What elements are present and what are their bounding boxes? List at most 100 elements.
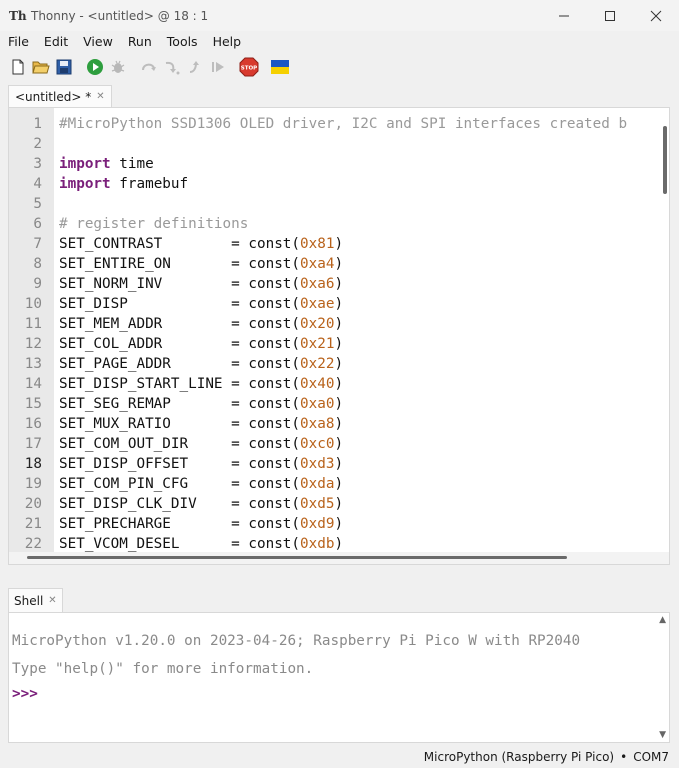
code-line[interactable]: 14 SET_DISP_START_LINE = const(0x40) — [9, 374, 654, 394]
stop-icon: STOP — [239, 57, 259, 77]
code-text: SET_PRECHARGE = const(0xd9) — [59, 516, 344, 532]
line-number: 21 — [24, 516, 42, 532]
line-number: 2 — [33, 136, 42, 152]
status-separator: • — [620, 750, 628, 764]
menu-edit[interactable]: Edit — [43, 33, 69, 49]
close-tab-icon[interactable]: ✕ — [96, 91, 105, 102]
code-editor[interactable]: 1#MicroPython SSD1306 OLED driver, I2C a… — [8, 107, 670, 565]
maximize-icon — [605, 10, 615, 21]
menu-tools[interactable]: Tools — [166, 33, 198, 49]
title-bar: Th Thonny - <untitled> @ 18 : 1 — [0, 0, 679, 31]
line-number: 20 — [24, 496, 42, 512]
shell-output-line: Type "help()" for more information. — [12, 661, 314, 677]
step-over-icon — [142, 63, 156, 71]
code-text: SET_DISP_CLK_DIV = const(0xd5) — [59, 496, 344, 512]
editor-tab-strip: <untitled> * ✕ — [0, 85, 679, 107]
editor-horizontal-scrollbar[interactable] — [27, 556, 567, 559]
run-button[interactable] — [85, 57, 105, 77]
code-text: SET_MEM_ADDR = const(0x20) — [59, 316, 344, 332]
menu-bar: File Edit View Run Tools Help — [0, 31, 679, 51]
tab-untitled[interactable]: <untitled> * ✕ — [8, 85, 112, 107]
code-text: SET_ENTIRE_ON = const(0xa4) — [59, 256, 344, 272]
code-line[interactable]: 1#MicroPython SSD1306 OLED driver, I2C a… — [9, 114, 654, 134]
line-number: 12 — [24, 336, 42, 352]
menu-file[interactable]: File — [8, 33, 29, 49]
menu-help[interactable]: Help — [212, 33, 242, 49]
shell-scroll-down-icon[interactable]: ▼ — [659, 730, 666, 740]
code-line[interactable]: 12 SET_COL_ADDR = const(0x21) — [9, 334, 654, 354]
port-status[interactable]: COM7 — [633, 750, 669, 764]
line-number: 5 — [33, 196, 42, 212]
code-line[interactable]: 5 — [9, 194, 654, 214]
step-out-button[interactable] — [185, 57, 205, 77]
code-text: SET_DISP_START_LINE = const(0x40) — [59, 376, 344, 392]
step-out-icon — [189, 61, 199, 73]
editor-vertical-scrollbar[interactable] — [663, 126, 667, 194]
code-text: SET_DISP = const(0xae) — [59, 296, 344, 312]
close-shell-tab-icon[interactable]: ✕ — [48, 595, 57, 606]
line-number: 10 — [24, 296, 42, 312]
line-number: 15 — [24, 396, 42, 412]
code-text: SET_NORM_INV = const(0xa6) — [59, 276, 344, 292]
debug-button[interactable] — [108, 57, 128, 77]
window-controls — [541, 0, 679, 31]
step-into-icon — [165, 61, 180, 75]
code-lines: 1#MicroPython SSD1306 OLED driver, I2C a… — [9, 114, 654, 554]
resume-button[interactable] — [208, 57, 228, 77]
save-button[interactable] — [54, 57, 74, 77]
code-text: import framebuf — [59, 176, 189, 192]
stop-button[interactable]: STOP — [239, 57, 259, 77]
interpreter-status[interactable]: MicroPython (Raspberry Pi Pico) — [423, 750, 615, 764]
support-ukraine-button[interactable] — [270, 57, 290, 77]
code-line[interactable]: 6# register definitions — [9, 214, 654, 234]
code-line[interactable]: 20 SET_DISP_CLK_DIV = const(0xd5) — [9, 494, 654, 514]
line-number: 13 — [24, 356, 42, 372]
tab-shell[interactable]: Shell ✕ — [8, 588, 63, 612]
line-number: 3 — [33, 156, 42, 172]
code-text: SET_COL_ADDR = const(0x21) — [59, 336, 344, 352]
line-number: 17 — [24, 436, 42, 452]
menu-view[interactable]: View — [83, 33, 113, 49]
minimize-button[interactable] — [541, 0, 587, 31]
shell-scroll-up-icon[interactable]: ▲ — [659, 615, 666, 625]
maximize-button[interactable] — [587, 0, 633, 31]
close-window-button[interactable] — [633, 0, 679, 31]
code-text: # register definitions — [59, 216, 249, 232]
line-number-gutter — [9, 108, 54, 564]
line-number: 4 — [33, 176, 42, 192]
code-line[interactable]: 8 SET_ENTIRE_ON = const(0xa4) — [9, 254, 654, 274]
code-line[interactable]: 21 SET_PRECHARGE = const(0xd9) — [9, 514, 654, 534]
minimize-icon — [559, 15, 569, 16]
menu-run[interactable]: Run — [127, 33, 152, 49]
open-file-button[interactable] — [31, 57, 51, 77]
status-bar: MicroPython (Raspberry Pi Pico) • COM7 — [0, 746, 679, 768]
code-line[interactable]: 4 import framebuf — [9, 174, 654, 194]
new-file-button[interactable] — [8, 57, 28, 77]
open-folder-icon — [32, 61, 50, 74]
new-file-icon — [12, 59, 24, 75]
shell-tab-label: Shell — [14, 593, 44, 608]
shell-prompt[interactable]: >>> — [12, 686, 38, 702]
line-number: 16 — [24, 416, 42, 432]
shell-panel[interactable]: MicroPython v1.20.0 on 2023-04-26; Raspb… — [8, 612, 670, 743]
save-icon — [56, 59, 72, 75]
line-number: 7 — [33, 236, 42, 252]
code-line[interactable]: 2 — [9, 134, 654, 154]
line-number: 14 — [24, 376, 42, 392]
step-over-button[interactable] — [139, 57, 159, 77]
step-into-button[interactable] — [162, 57, 182, 77]
debug-icon — [111, 60, 125, 73]
code-line[interactable]: 10 SET_DISP = const(0xae) — [9, 294, 654, 314]
line-number: 8 — [33, 256, 42, 272]
